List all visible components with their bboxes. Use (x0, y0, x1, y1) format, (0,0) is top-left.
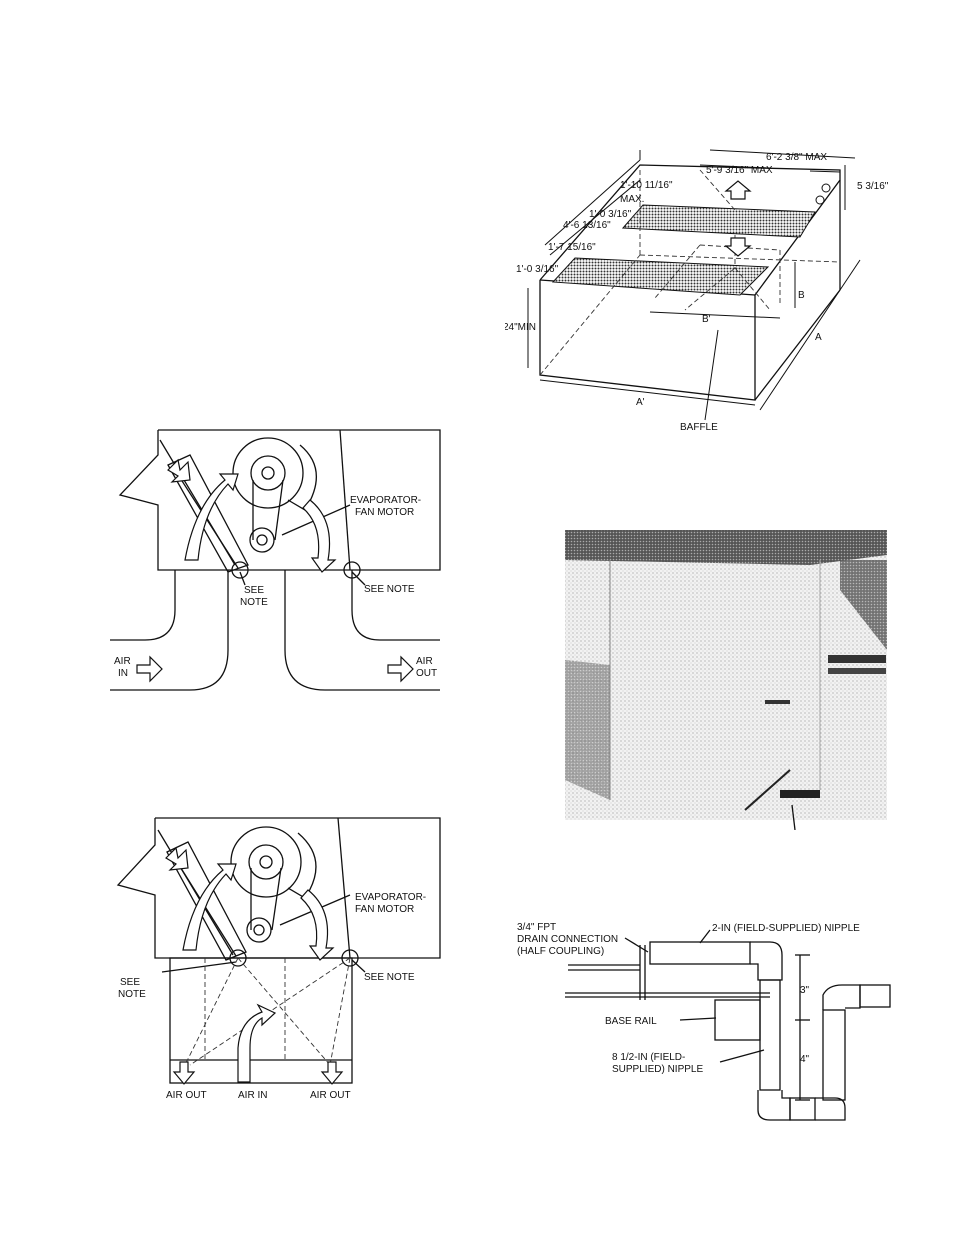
evaporator-coil (166, 841, 247, 961)
eight-half-nipple-label-1: 8 1/2-IN (FIELD- (612, 1052, 685, 1063)
duct-box (169, 957, 353, 1084)
dim-4-6: 4'-6 13/16" (563, 220, 611, 231)
two-inch-nipple (649, 941, 751, 965)
dim-1-0-a: 1'-0 3/16" (589, 209, 632, 220)
air-out-label-1: AIR (416, 656, 433, 667)
eight-half-nipple-label-2: SUPPLIED) NIPPLE (612, 1064, 703, 1075)
base-rail (714, 999, 761, 1041)
eight-half-inch-nipple (759, 979, 781, 1091)
evap-fan-motor-label-1: EVAPORATOR- (350, 495, 421, 506)
supply-duct (110, 570, 176, 641)
dim-3-inch: 3" (800, 985, 810, 996)
air-out-label-2: OUT (416, 668, 437, 679)
blower-wheel (230, 826, 302, 898)
fan-motor-pulley (249, 527, 275, 553)
flow-arrows (165, 846, 344, 1085)
see-note-left-1: SEE (244, 585, 264, 596)
evap-fan-motor-label-2: FAN MOTOR (355, 507, 414, 518)
see-note-circle-right (343, 561, 361, 579)
dim-top-inner: 5'-9 3/16" MAX (706, 165, 773, 176)
unit-airflow-vertical-diagram: EVAPORATOR- FAN MOTOR SEE NOTE SEE NOTE … (116, 817, 441, 1101)
evap-fan-motor-label-1: EVAPORATOR- (355, 892, 426, 903)
see-note-circle-right (341, 949, 359, 967)
air-out-right-label: AIR OUT (310, 1090, 351, 1101)
dim-side-right: 5 3/16" (857, 181, 889, 192)
see-note-circle-left (229, 949, 247, 967)
evaporator-coil (167, 454, 249, 573)
airflow-down-arrow (724, 237, 752, 257)
two-inch-nipple-label: 2-IN (FIELD-SUPPLIED) NIPPLE (712, 923, 860, 934)
label-b: B (798, 290, 805, 301)
see-note-right: SEE NOTE (364, 584, 415, 595)
see-note-left-2: NOTE (240, 597, 268, 608)
air-in-label: AIR IN (238, 1090, 267, 1101)
return-band (551, 257, 770, 296)
base-rail-label: BASE RAIL (605, 1016, 657, 1027)
fan-motor-pulley (246, 917, 272, 943)
roof-curb-dimension-drawing: 6'-2 3/8" MAX 5'-9 3/16" MAX 5 3/16" 1'-… (505, 149, 889, 433)
label-a: A (815, 332, 822, 343)
dim-1-10: 1'-10 11/16" (620, 180, 673, 191)
air-in-label-1: AIR (114, 656, 131, 667)
see-note-left-2: NOTE (118, 989, 146, 1000)
flow-arrows (136, 458, 414, 683)
condensate-drain-diagram: 3/4" FPT DRAIN CONNECTION (HALF COUPLING… (517, 922, 891, 1121)
drain-connection-line-1: 3/4" FPT (517, 922, 556, 933)
trap-riser (822, 1009, 846, 1101)
dim-24min: 24"MIN (505, 322, 536, 333)
unit-airflow-horizontal-diagram: EVAPORATOR- FAN MOTOR SEE NOTE SEE NOTE … (110, 429, 441, 691)
drain-connection-line-3: (HALF COUPLING) (517, 946, 604, 957)
see-note-right: SEE NOTE (364, 972, 415, 983)
unit-body (116, 817, 441, 959)
blower-wheel (232, 437, 304, 509)
dim-1-7: 1'-7 15/16" (548, 242, 596, 253)
see-note-left-1: SEE (120, 977, 140, 988)
unit-body (118, 429, 441, 571)
evap-fan-motor-label-2: FAN MOTOR (355, 904, 414, 915)
label-baffle: BAFFLE (680, 422, 718, 433)
dim-4-inch: 4" (800, 1054, 810, 1065)
label-b1: B' (702, 314, 711, 325)
dim-1-0-b: 1'-0 3/16" (516, 264, 559, 275)
supply-band (621, 204, 816, 238)
unit-drain-photo (565, 530, 887, 830)
label-a1: A' (636, 397, 645, 408)
airflow-up-arrow (724, 180, 752, 200)
air-in-label-2: IN (118, 668, 128, 679)
air-out-left-label: AIR OUT (166, 1090, 207, 1101)
drain-connection-line-2: DRAIN CONNECTION (517, 934, 618, 945)
see-note-circle-left (231, 561, 249, 579)
dim-top-outer: 6'-2 3/8" MAX (766, 152, 827, 163)
dim-max: MAX. (620, 194, 644, 205)
